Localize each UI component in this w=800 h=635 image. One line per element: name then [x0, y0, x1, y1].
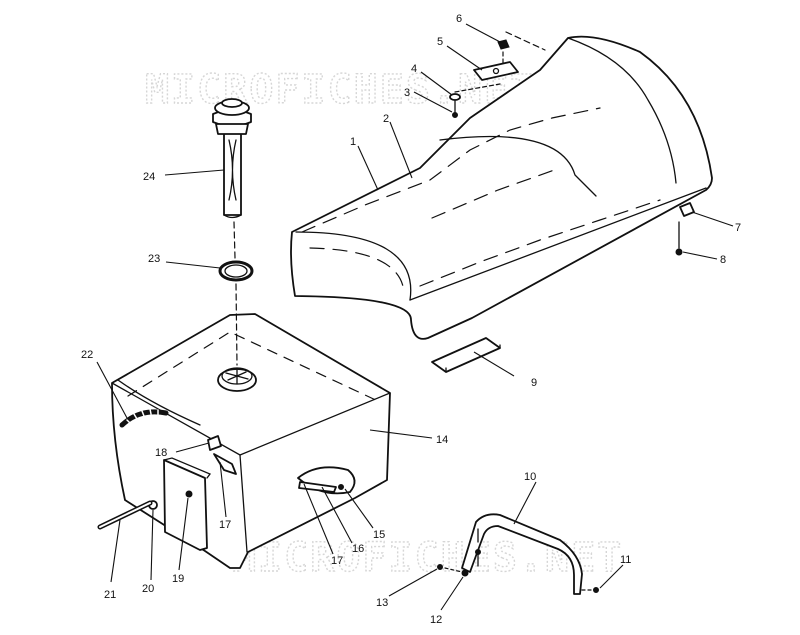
- seat: [290, 35, 713, 340]
- callout-8: 8: [720, 254, 726, 266]
- callout-21: 21: [104, 589, 116, 601]
- callout-18: 18: [155, 447, 167, 459]
- watermark-top: MICROFICHES.NET: [145, 67, 536, 113]
- strap-screw: [475, 549, 481, 567]
- callout-4: 4: [411, 63, 417, 75]
- callout-14: 14: [436, 434, 448, 446]
- callout-19: 19: [172, 573, 184, 585]
- callout-16: 16: [352, 543, 364, 555]
- filler-gasket: [218, 260, 254, 282]
- fuel-petcock: [207, 435, 237, 475]
- callout-6: 6: [456, 13, 462, 25]
- seat-hold-down-plate: [473, 61, 519, 81]
- callout-13: 13: [376, 597, 388, 609]
- callout-11: 11: [620, 554, 631, 566]
- callout-7: 7: [735, 222, 741, 234]
- callout-24: 24: [143, 171, 155, 183]
- callout-1: 1: [350, 136, 356, 148]
- tank-strap: [461, 513, 583, 595]
- callout-2: 2: [383, 113, 389, 125]
- callout-23: 23: [148, 253, 160, 265]
- seat-washer: [449, 93, 461, 101]
- fuel-tank: [111, 313, 391, 569]
- callout-15: 15: [373, 529, 385, 541]
- seat-hardware-guide-lines: [454, 31, 546, 93]
- seat-front-bolt: [452, 100, 458, 118]
- filler-cap-assembly: [212, 98, 252, 219]
- strap-nut-left: [437, 564, 443, 570]
- leader-lines: [96, 23, 734, 611]
- callout-17-gauge: 17: [331, 555, 343, 567]
- callout-9: 9: [531, 377, 537, 389]
- strap-nut-right: [593, 587, 599, 593]
- callout-22: 22: [81, 349, 93, 361]
- callout-12: 12: [430, 614, 442, 626]
- fuel-line: [97, 500, 153, 530]
- strap-washer: [461, 569, 469, 577]
- callout-5: 5: [437, 36, 443, 48]
- callout-labels: 1 2 3 4 5 6 7 8 9 10 11 12 13 14 15 16 1…: [81, 13, 741, 626]
- vent-hose: [119, 408, 169, 428]
- seat-rear-bolt: [675, 221, 683, 256]
- tank-mounting-panel: [163, 457, 212, 551]
- seat-pad: [431, 337, 501, 373]
- callout-17-petcock: 17: [219, 519, 231, 531]
- fuel-gauge-plate: [297, 466, 356, 495]
- callout-20: 20: [142, 583, 154, 595]
- callout-10: 10: [524, 471, 536, 483]
- callout-3: 3: [404, 87, 410, 99]
- seat-rear-bracket: [679, 202, 695, 217]
- tank-filler-neck: [217, 367, 257, 392]
- filler-guide-lines: [233, 221, 238, 366]
